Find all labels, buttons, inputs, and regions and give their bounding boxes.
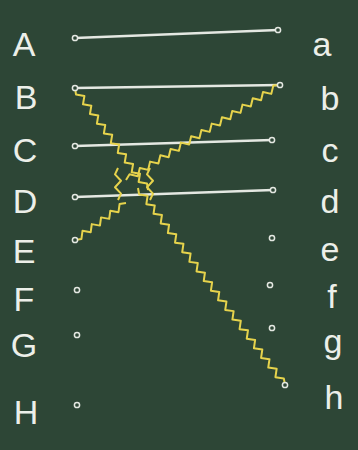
row-letter: D: [13, 184, 38, 218]
chalk-dot: [269, 325, 274, 330]
row-letter: A: [13, 27, 36, 61]
chalk-dot: [269, 235, 274, 240]
chalk-dot: [72, 143, 77, 148]
chalk-dot: [74, 332, 79, 337]
wavy-line: [115, 168, 121, 200]
wavy-line: [126, 85, 280, 180]
row-letter: F: [14, 282, 35, 316]
chalk-dot: [267, 282, 272, 287]
row-letter: H: [14, 395, 39, 429]
chalk-dot: [72, 237, 77, 242]
row-letter: C: [13, 133, 38, 167]
wavy-line: [138, 188, 285, 385]
chalk-dot: [277, 82, 282, 87]
row-letter: b: [321, 81, 340, 115]
chalk-dot: [74, 287, 79, 292]
row-letter: G: [11, 328, 37, 362]
row-letter: g: [324, 324, 343, 358]
chalk-dot: [270, 187, 275, 192]
wavy-line: [147, 168, 153, 200]
chalk-dot: [282, 382, 287, 387]
row-letter: E: [13, 234, 36, 268]
row-letter: h: [325, 380, 344, 414]
chalk-dot: [74, 402, 79, 407]
row-letter: B: [15, 80, 38, 114]
wavy-line: [75, 203, 126, 240]
chalk-dot: [275, 27, 280, 32]
row-letter: a: [313, 27, 332, 61]
chalk-dot: [72, 35, 77, 40]
row-letter: f: [327, 279, 336, 313]
chalk-dot: [72, 85, 77, 90]
chalk-line: [75, 140, 272, 146]
chalk-dot: [269, 137, 274, 142]
chalk-dot: [72, 194, 77, 199]
chalk-line: [75, 85, 280, 88]
chalk-line: [75, 190, 273, 197]
wavy-line: [75, 88, 148, 190]
chalk-line: [75, 30, 278, 38]
row-letter: c: [322, 133, 339, 167]
row-letter: d: [321, 184, 340, 218]
row-letter: e: [321, 232, 340, 266]
